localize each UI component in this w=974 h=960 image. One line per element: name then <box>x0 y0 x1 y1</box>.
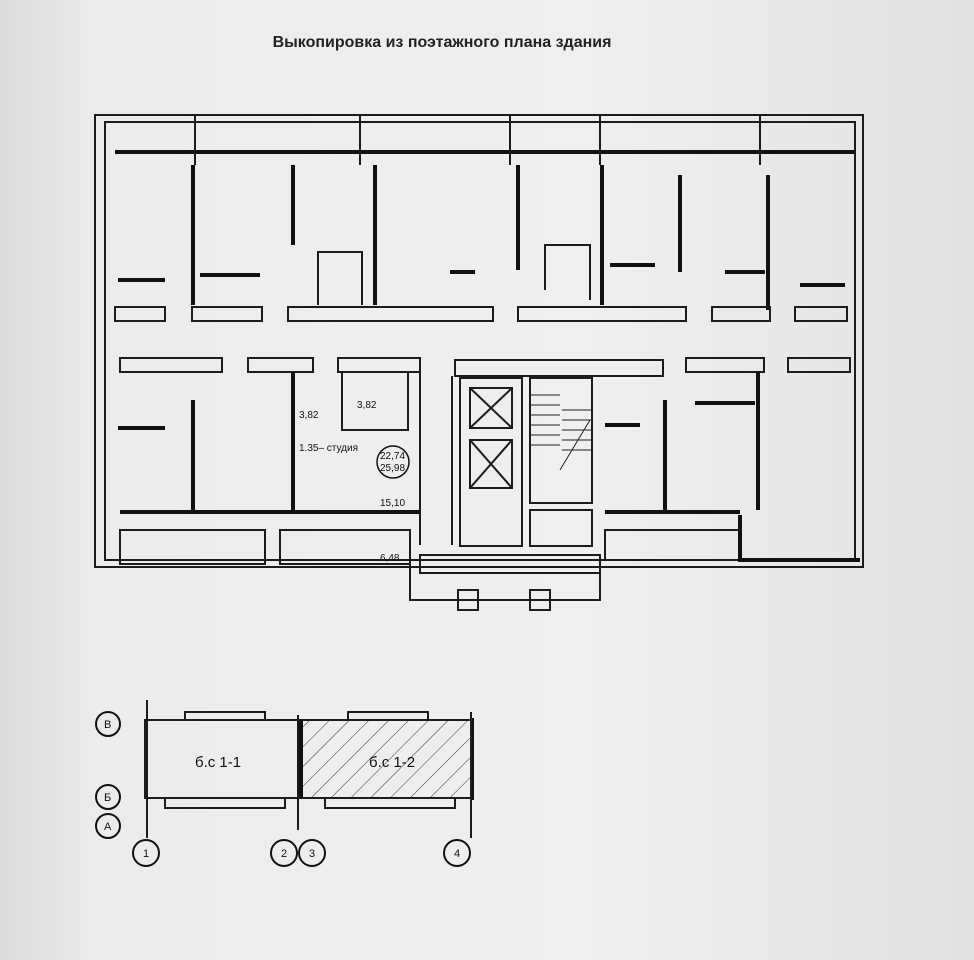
total-area: 25,98 <box>380 463 405 474</box>
axis-col-3: 3 <box>309 848 315 860</box>
axis-col-2: 2 <box>281 848 287 860</box>
bath-area: 3,82 <box>357 400 377 411</box>
floor-plan: 3,82 3,82 1.35– студия 22,74 25,98 15,10… <box>94 114 864 611</box>
hall-area: 3,82 <box>299 410 319 421</box>
axis-col-4: 4 <box>454 848 460 860</box>
key-plan: б.с 1-1 б.с 1-2 В Б А 1 2 3 4 <box>95 700 474 867</box>
axis-row-v: В <box>104 719 111 731</box>
axis-row-a: А <box>104 821 112 833</box>
apartment-label: 1.35– студия <box>299 443 358 454</box>
axis-col-1: 1 <box>143 848 149 860</box>
balcony-area: 6,48 <box>380 553 400 564</box>
living-area: 22,74 <box>380 451 405 462</box>
axis-row-b: Б <box>104 792 111 804</box>
kitchen-area: 15,10 <box>380 498 405 509</box>
document-title: Выкопировка из поэтажного плана здания <box>272 34 612 51</box>
section-left-label: б.с 1-1 <box>195 754 241 771</box>
section-right-label: б.с 1-2 <box>369 754 415 771</box>
area-circle <box>376 445 410 479</box>
